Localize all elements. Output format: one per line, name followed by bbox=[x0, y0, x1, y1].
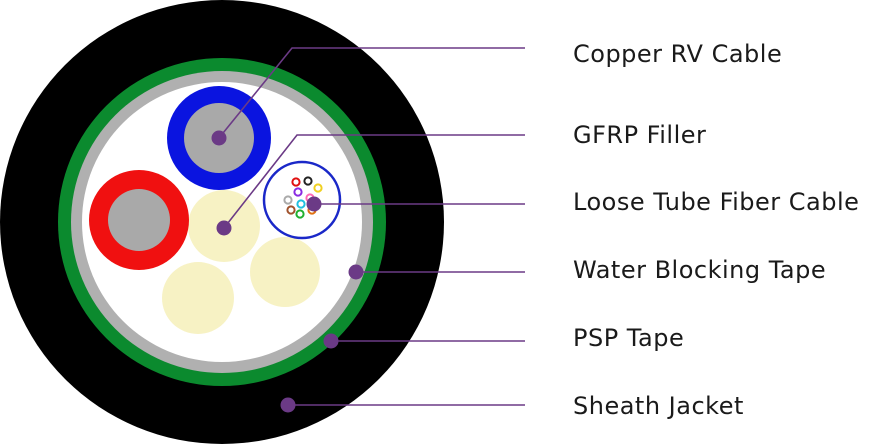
fiber-8 bbox=[295, 209, 305, 219]
label-loose-tube-fiber-cable: Loose Tube Fiber Cable bbox=[573, 188, 859, 216]
dot-gfrp-filler bbox=[216, 220, 232, 236]
copper-cable-red-conductor bbox=[108, 189, 170, 251]
gfrp-filler-bottom-left bbox=[162, 262, 234, 334]
label-psp-tape: PSP Tape bbox=[573, 324, 684, 352]
label-copper-rv-cable: Copper RV Cable bbox=[573, 40, 782, 68]
fiber-4 bbox=[293, 187, 303, 197]
gfrp-filler-bottom-right bbox=[250, 237, 320, 307]
fiber-9 bbox=[286, 205, 296, 215]
leader-lines bbox=[218, 47, 525, 406]
dot-copper-rv-cable bbox=[211, 130, 227, 146]
fiber-1 bbox=[291, 177, 301, 187]
dot-psp-tape bbox=[323, 333, 339, 349]
leader-gfrp-filler bbox=[223, 134, 525, 229]
dot-water-blocking-tape bbox=[348, 264, 364, 280]
label-sheath-jacket: Sheath Jacket bbox=[573, 392, 744, 420]
label-water-blocking-tape: Water Blocking Tape bbox=[573, 256, 826, 284]
fiber-5 bbox=[283, 195, 293, 205]
fiber-3 bbox=[313, 183, 323, 193]
fiber-6 bbox=[296, 199, 306, 209]
dot-sheath-jacket bbox=[280, 397, 296, 413]
dot-loose-tube-fiber-cable bbox=[306, 196, 322, 212]
fiber-2 bbox=[303, 176, 313, 186]
leader-copper-rv-cable bbox=[218, 47, 525, 139]
label-gfrp-filler: GFRP Filler bbox=[573, 121, 706, 149]
